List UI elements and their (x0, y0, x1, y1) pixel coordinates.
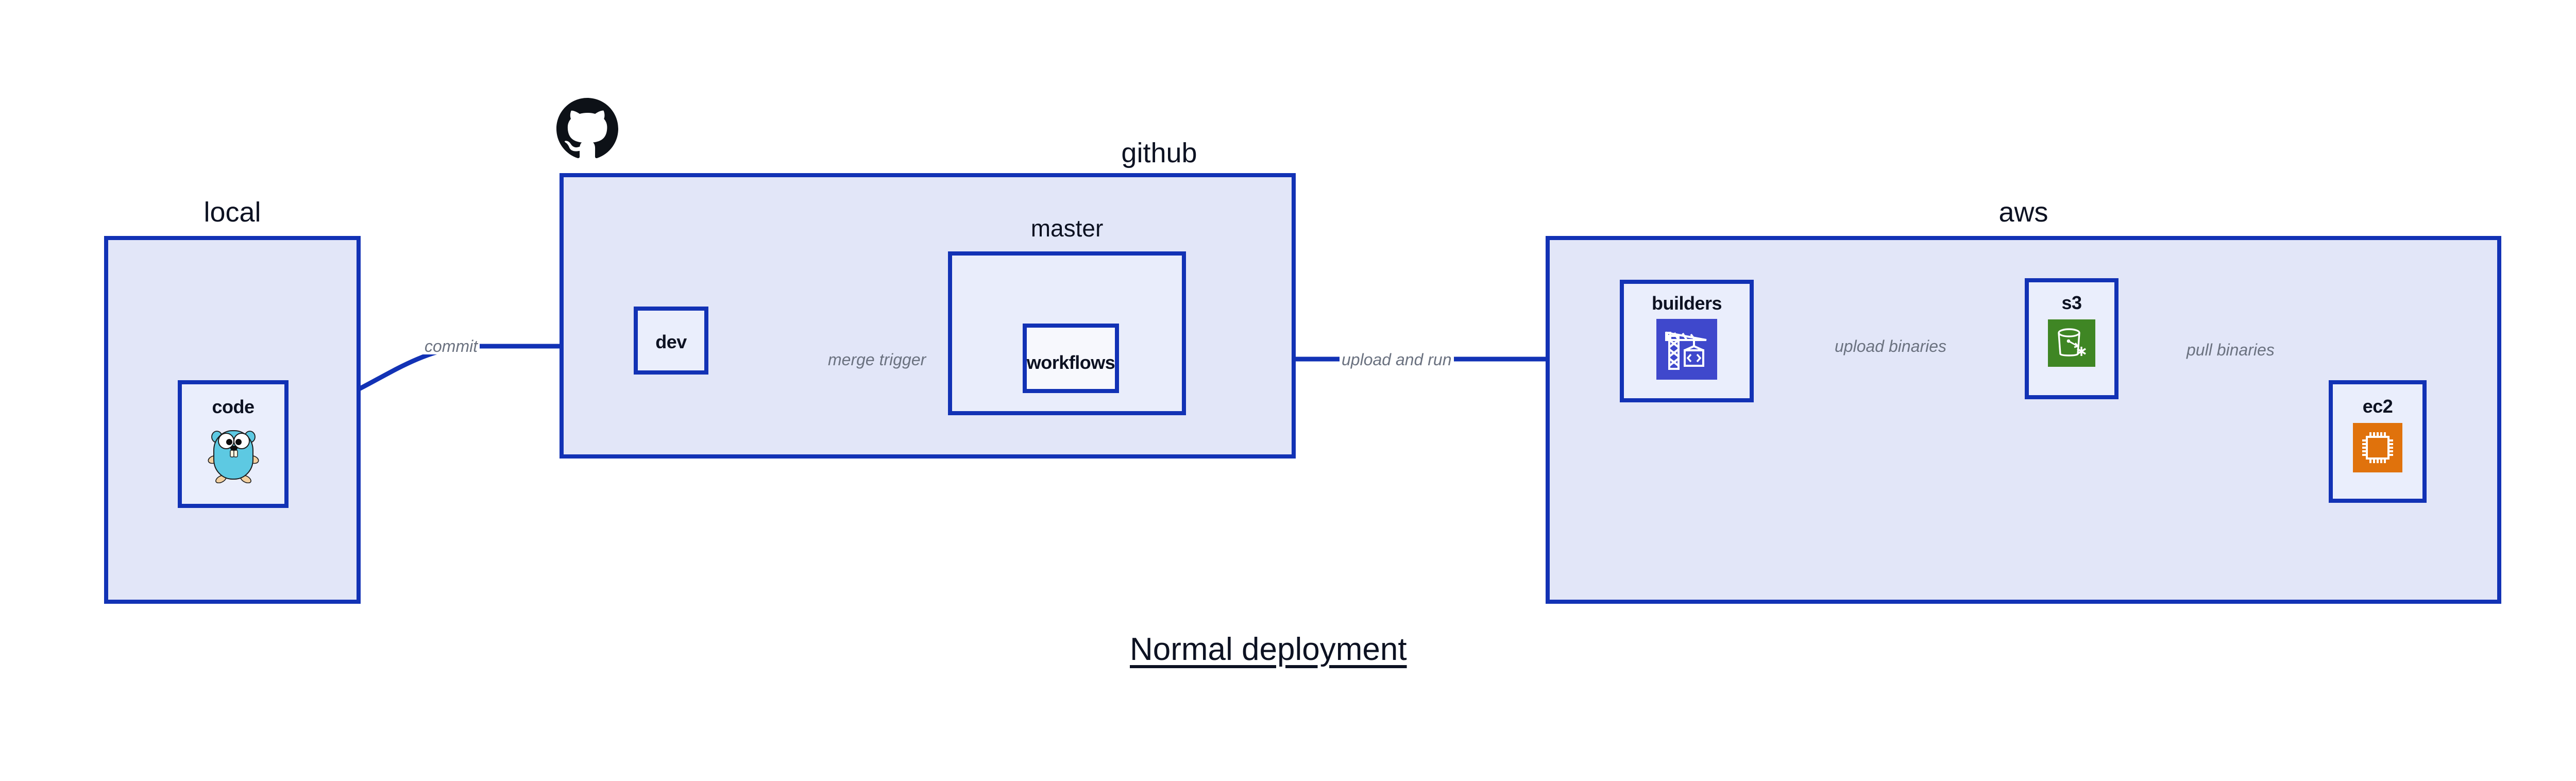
edge-label-merge-trigger: merge trigger (826, 351, 928, 368)
zone-label-github: github (1121, 138, 1197, 168)
zone-label-local: local (204, 197, 261, 228)
edge-label-upload-binaries: upload binaries (1833, 338, 1949, 354)
diagram-title: Normal deployment (1130, 632, 1407, 667)
node-builders-label: builders (1651, 293, 1722, 314)
golang-gopher-icon (207, 426, 260, 483)
edge-label-pull-binaries: pull binaries (2184, 342, 2277, 358)
aws-codebuild-crane-icon (1656, 319, 1717, 380)
aws-s3-bucket-icon (2048, 319, 2095, 367)
node-s3-label: s3 (2061, 292, 2082, 313)
node-workflows[interactable]: workflows (1023, 324, 1119, 393)
node-dev[interactable]: dev (634, 307, 708, 375)
node-dev-label: dev (655, 331, 687, 352)
zone-label-master: master (1030, 215, 1104, 242)
node-workflows-label: workflows (1026, 352, 1115, 373)
github-octocat-icon (556, 98, 618, 162)
node-ec2[interactable]: ec2 (2329, 380, 2427, 503)
node-builders[interactable]: builders (1620, 280, 1754, 402)
aws-ec2-chip-icon (2353, 423, 2402, 472)
node-s3[interactable]: s3 (2025, 278, 2119, 399)
edge-label-upload-and-run: upload and run (1340, 351, 1454, 368)
edge-label-commit: commit (422, 338, 480, 354)
node-code-label: code (212, 396, 255, 417)
zone-label-aws: aws (1998, 197, 2048, 228)
node-ec2-label: ec2 (2362, 396, 2393, 417)
node-code[interactable]: code (178, 380, 289, 508)
